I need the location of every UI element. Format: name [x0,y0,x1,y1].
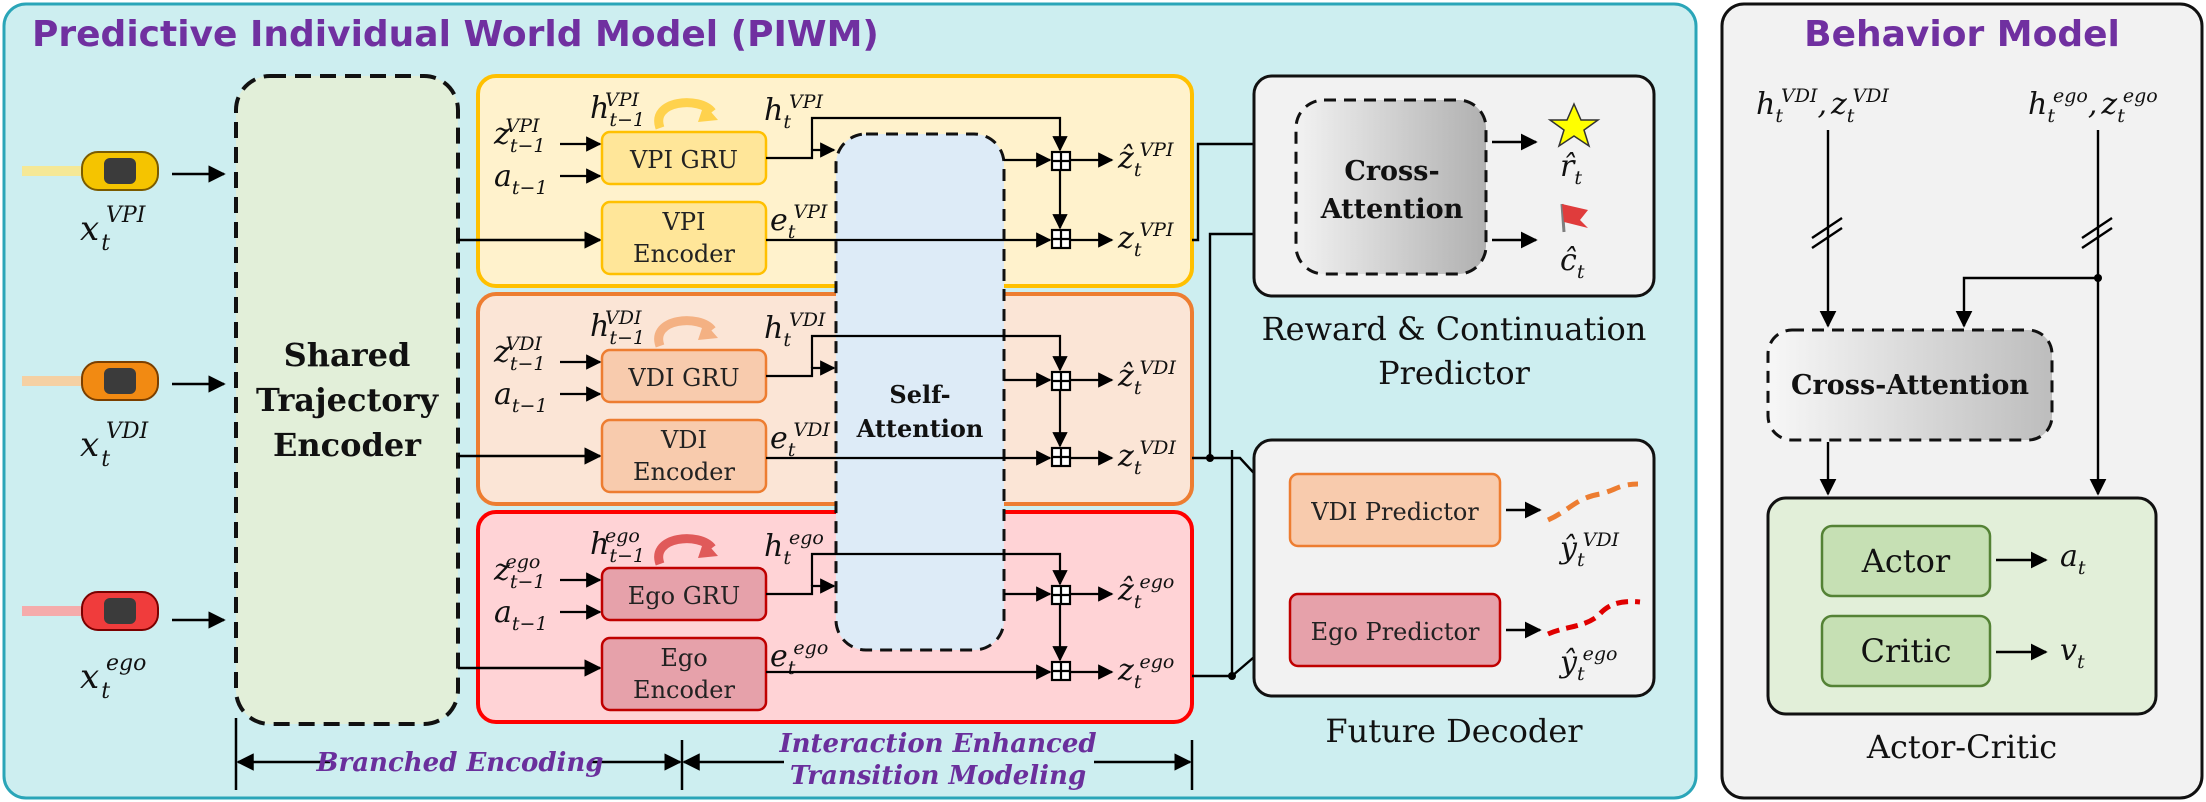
vpi-encoder [600,200,768,276]
cross-attention-piwm [1294,98,1488,276]
self-attention-line2: Attention [856,414,984,443]
svg-text:etVDI: etVDI [770,419,830,461]
ego-encoder-line1: Ego [660,644,707,672]
actor-box [1820,524,1992,598]
combine-nodes [1050,150,1072,682]
svg-text:Cross-Attention: Cross- Attention [1320,156,1464,225]
svg-text:zt−1VDI: zt−1VDI [493,333,545,375]
actor-critic-caption: Actor-Critic [1866,728,2057,766]
vdi-encoder [600,418,768,494]
branched-encoding-label: Branched Encoding [316,748,604,778]
vdi-encoder-line1: VDI [660,426,707,454]
ego-encoder [600,636,768,712]
cross-attention-behavior [1766,328,2054,442]
svg-text:htego,ztego: htego,ztego [2028,85,2158,127]
svg-text:ŷtVDI: ŷtVDI [1558,529,1620,571]
star-icon [1547,102,1601,148]
actor-label: Actor [1861,542,1951,580]
vdi-gru-label: VDI GRU [627,364,739,392]
vdi-car-icon [22,361,159,401]
critic-box [1820,614,1992,688]
cross-attention-behavior-label: Cross-Attention [1791,370,2029,401]
ego-car-icon [22,591,159,631]
svg-text:at: at [2060,539,2086,579]
svg-text:ztego: ztego [1117,651,1174,693]
interaction-label-line1: Interaction Enhanced [778,729,1096,759]
vdi-predictor-label: VDI Predictor [1310,498,1479,526]
svg-text:etego: etego [770,637,828,679]
interaction-label-line2: Transition Modeling [790,761,1086,791]
svg-text:at−1: at−1 [494,377,548,417]
self-attention [834,132,1006,652]
svg-text:htVPI: htVPI [764,91,823,133]
self-attention-line1: Self- [889,380,950,409]
future-caption: Future Decoder [1325,712,1583,750]
ego-trajectory-icon [1546,599,1641,637]
svg-text:ĉt: ĉt [1560,243,1585,283]
ego-gru-label: Ego GRU [628,582,740,610]
shared-encoder-line2: Trajectory [256,381,439,419]
reward-caption-line1: Reward & Continuation [1262,310,1647,348]
x-ego-label: xtego [80,651,146,704]
svg-text:ẑtego: ẑtego [1117,571,1174,613]
ego-predictor [1288,592,1502,668]
svg-text:ht−1ego: ht−1ego [590,525,645,567]
vpi-car-icon [22,151,159,191]
x-vdi-label: xtVDI [80,419,150,472]
cross-attention-piwm-line2: Attention [1320,194,1464,225]
svg-text:ẑtVPI: ẑtVPI [1117,139,1174,181]
svg-text:ẑtVDI: ẑtVDI [1117,357,1176,399]
vpi-encoder-line2: Encoder [633,240,735,268]
ego-encoder-line2: Encoder [633,676,735,704]
shared-trajectory-encoder [234,74,460,726]
shared-encoder-line3: Encoder [273,426,422,464]
svg-text:ht−1VPI: ht−1VPI [590,89,645,131]
svg-text:htego: htego [764,527,824,569]
reward-caption-line2: Predictor [1378,354,1531,392]
svg-text:ztVPI: ztVPI [1117,219,1174,261]
behavior-title: Behavior Model [1804,14,2120,55]
shared-encoder-line1: Shared [284,336,411,374]
svg-text:etVPI: etVPI [770,201,828,243]
svg-text:ht−1VDI: ht−1VDI [590,307,645,349]
svg-text:vt: vt [2060,633,2085,673]
vpi-gru-label: VPI GRU [629,146,738,174]
piwm-title: Predictive Individual World Model (PIWM) [32,14,879,55]
vdi-predictor [1288,472,1502,548]
svg-text:zt−1VPI: zt−1VPI [493,115,545,157]
svg-text:zt−1ego: zt−1ego [493,551,545,593]
svg-text:r̂t: r̂t [1560,149,1582,189]
critic-label: Critic [1860,632,1951,670]
svg-text:at−1: at−1 [494,595,548,635]
vpi-encoder-line1: VPI [662,208,706,236]
vpi-band [476,74,1194,288]
svg-text:at−1: at−1 [494,159,548,199]
ego-predictor-label: Ego Predictor [1311,618,1480,646]
svg-text:htVDI,ztVDI: htVDI,ztVDI [1756,85,1889,127]
svg-text:ŷtego: ŷtego [1558,643,1617,685]
vdi-encoder-line2: Encoder [633,458,735,486]
flag-icon [1560,203,1588,233]
svg-text:Self-Attention: Self- Attention [856,380,984,443]
svg-text:ztVDI: ztVDI [1117,437,1176,479]
x-vpi-label: xtVPI [80,203,147,256]
svg-text:htVDI: htVDI [764,309,826,351]
cross-attention-piwm-line1: Cross- [1344,156,1439,187]
